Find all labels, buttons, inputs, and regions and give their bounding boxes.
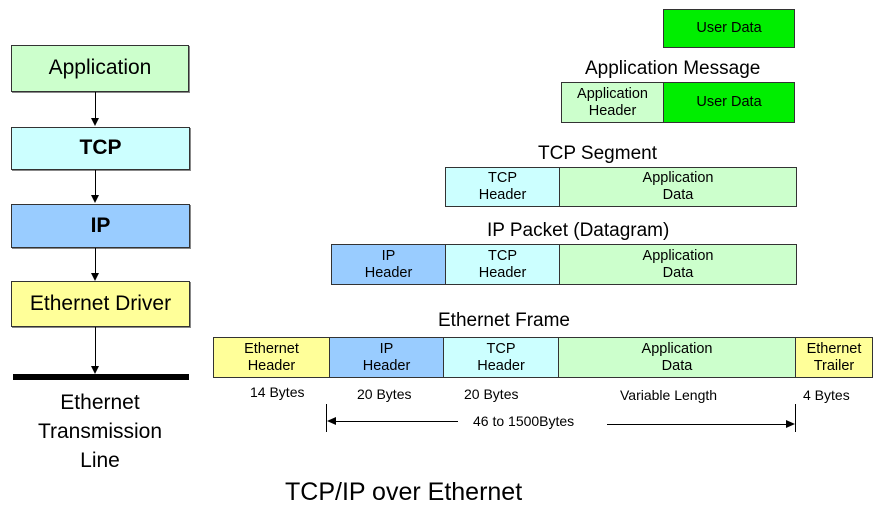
user-data-cell: User Data bbox=[663, 82, 795, 123]
stack-layer-label: IP bbox=[90, 213, 111, 237]
arrow-right-icon bbox=[786, 420, 795, 428]
arrow-down-icon bbox=[91, 273, 99, 281]
arrow-down-icon bbox=[91, 366, 99, 374]
tcp-header-cell: TCP Header bbox=[445, 244, 560, 285]
cell-line: Data bbox=[661, 357, 693, 374]
diagram-caption: TCP/IP over Ethernet bbox=[285, 478, 523, 506]
stack-layer-label: Ethernet Driver bbox=[29, 291, 172, 315]
cell-label: User Data bbox=[696, 20, 762, 37]
application-data-cell: Application Data bbox=[559, 244, 797, 285]
ip-packet-title: IP Packet (Datagram) bbox=[487, 220, 670, 241]
cell-line: TCP bbox=[486, 340, 516, 357]
cell-line: Header bbox=[478, 187, 527, 203]
ip-header-cell: IP Header bbox=[331, 244, 446, 285]
application-data-cell: Application Data bbox=[559, 167, 797, 207]
tcp-header-cell: TCP Header bbox=[445, 167, 560, 207]
cell-line: Header bbox=[364, 264, 413, 281]
cell-line: Application bbox=[642, 247, 714, 264]
label-line: Line bbox=[80, 449, 120, 472]
arrow-left-icon bbox=[327, 417, 336, 425]
cell-line: Trailer bbox=[813, 357, 855, 374]
transmission-line-label: Ethernet Transmission Line bbox=[10, 388, 190, 475]
range-left-bound bbox=[326, 404, 327, 432]
cell-line: TCP bbox=[488, 247, 517, 264]
stack-layer-ip: IP bbox=[11, 204, 190, 248]
cell-line: Ethernet bbox=[806, 340, 862, 357]
connector-line bbox=[95, 170, 96, 196]
application-header-cell: Application Header bbox=[561, 82, 664, 123]
transmission-line-bar bbox=[13, 374, 189, 380]
size-label: 20 Bytes bbox=[464, 386, 519, 402]
cell-line: Header bbox=[247, 357, 296, 374]
range-right-bound bbox=[795, 404, 796, 432]
size-label: 14 Bytes bbox=[250, 384, 305, 400]
cell-line: Header bbox=[588, 102, 637, 119]
cell-line: IP bbox=[381, 247, 396, 264]
arrow-down-icon bbox=[91, 195, 99, 203]
cell-line: IP bbox=[379, 340, 394, 357]
cell-line: Application bbox=[577, 85, 648, 102]
cell-line: Ethernet bbox=[244, 340, 299, 357]
application-data-cell: Application Data bbox=[558, 337, 796, 378]
arrow-down-icon bbox=[91, 118, 99, 126]
cell-line: User Data bbox=[696, 94, 762, 111]
stack-layer-application: Application bbox=[11, 45, 189, 92]
size-label: Variable Length bbox=[620, 387, 718, 403]
tcp-header-cell: TCP Header bbox=[443, 337, 559, 378]
connector-line bbox=[95, 248, 96, 274]
cell-line: Data bbox=[662, 264, 694, 281]
connector-line bbox=[95, 92, 96, 119]
connector-line bbox=[95, 327, 96, 367]
ethernet-header-cell: Ethernet Header bbox=[213, 337, 330, 378]
range-line-right bbox=[607, 424, 787, 425]
stack-layer-tcp: TCP bbox=[11, 127, 190, 170]
label-line: Transmission bbox=[37, 420, 163, 443]
ethernet-trailer-cell: Ethernet Trailer bbox=[795, 337, 873, 378]
stack-layer-ethernet-driver: Ethernet Driver bbox=[11, 281, 190, 327]
size-label: 4 Bytes bbox=[803, 387, 850, 403]
cell-line: Header bbox=[362, 357, 411, 374]
tcp-segment-title: TCP Segment bbox=[538, 143, 657, 164]
application-message-title: Application Message bbox=[585, 58, 761, 79]
stack-layer-label: TCP bbox=[79, 136, 122, 160]
cell-line: Header bbox=[478, 264, 527, 281]
size-label: 20 Bytes bbox=[357, 386, 412, 402]
cell-line: Header bbox=[477, 357, 525, 374]
cell-line: Application bbox=[642, 170, 714, 187]
ip-header-cell: IP Header bbox=[329, 337, 444, 378]
cell-line: Data bbox=[662, 187, 694, 203]
range-label: 46 to 1500Bytes bbox=[473, 413, 575, 429]
ethernet-frame-title: Ethernet Frame bbox=[438, 310, 570, 331]
cell-line: TCP bbox=[488, 170, 517, 187]
label-line: Ethernet bbox=[60, 391, 140, 414]
range-line-left bbox=[334, 421, 458, 422]
cell-line: Application bbox=[641, 340, 713, 357]
stack-layer-label: Application bbox=[48, 56, 152, 80]
user-data-block: User Data bbox=[663, 9, 795, 48]
